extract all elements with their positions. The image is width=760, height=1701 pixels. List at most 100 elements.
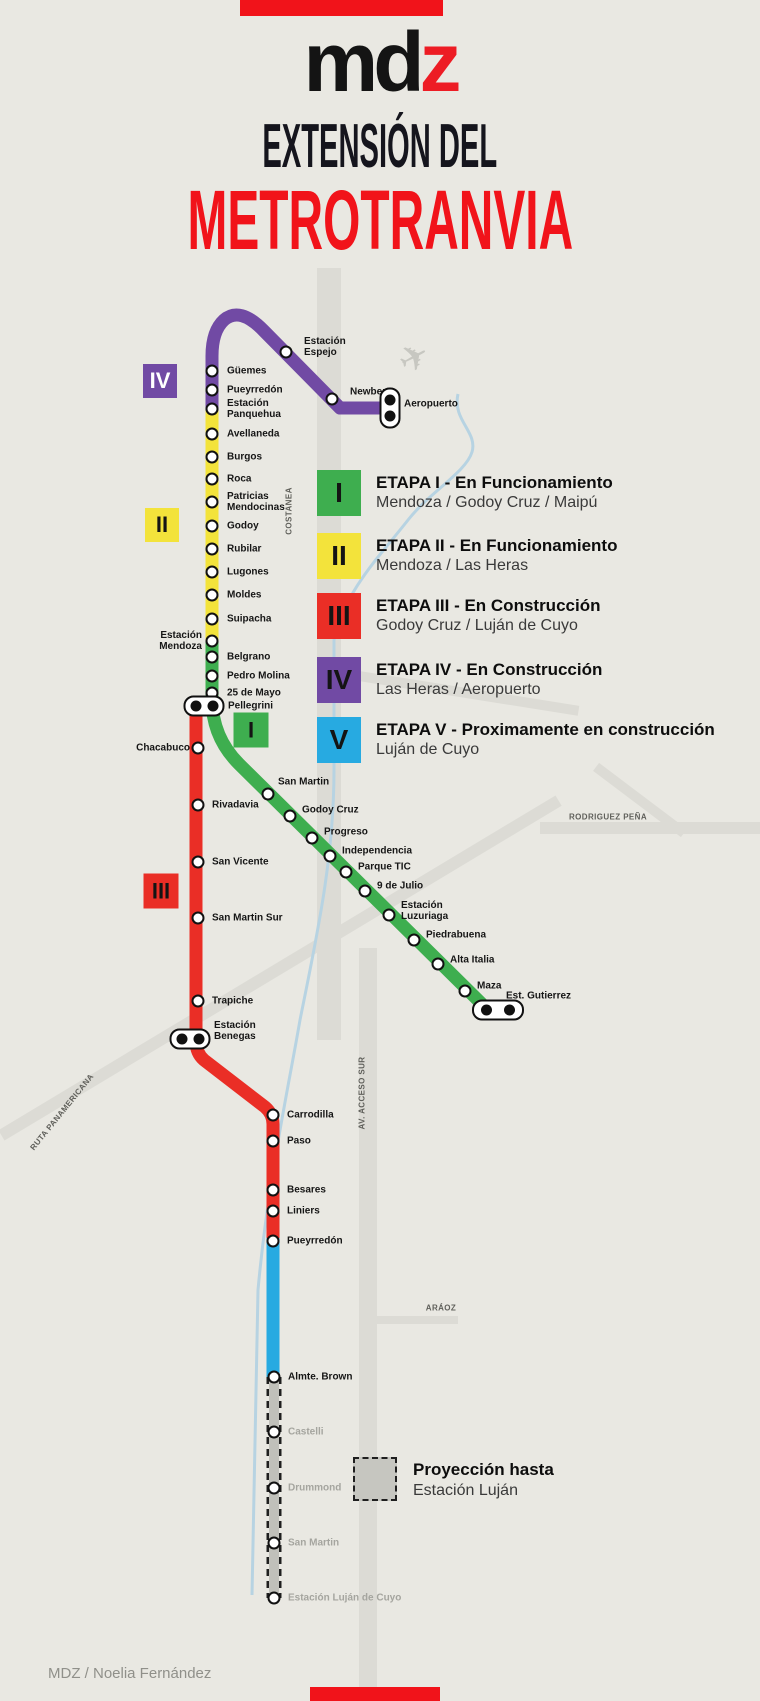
station-dot (205, 364, 219, 378)
line-etapa4-purple (205, 308, 391, 415)
station-dot (205, 472, 219, 486)
station-dot (266, 1134, 280, 1148)
station-label: San Vicente (212, 856, 269, 868)
station-label: Drummond (288, 1482, 342, 1494)
station-label: Estación Luján de Cuyo (288, 1592, 402, 1604)
legend-subtitle: Godoy Cruz / Luján de Cuyo (376, 617, 578, 634)
station-dot (431, 957, 445, 971)
station-dot (205, 427, 219, 441)
station-label: Carrodilla (287, 1109, 334, 1121)
station-dot (267, 1481, 281, 1495)
station-label: Independencia (342, 845, 413, 857)
station-dot (267, 1425, 281, 1439)
terminal-dot (190, 700, 201, 712)
station-dot (205, 669, 219, 683)
station-label: Belgrano (227, 651, 271, 663)
station-label: Burgos (227, 451, 262, 463)
station-label: San Martin (278, 776, 330, 788)
station-dot (191, 994, 205, 1008)
station-dot (458, 984, 472, 998)
station-dot (205, 565, 219, 579)
station-dot (358, 884, 372, 898)
terminal-label: Est. Gutierrez (506, 990, 572, 1002)
legend-badge-III: III (317, 593, 361, 639)
line-badge-II: II (145, 508, 179, 542)
line-badge-I: I (233, 712, 269, 748)
bottom-red-bar (310, 1687, 440, 1701)
legend-title: ETAPA V - Proximamente en construcción (376, 720, 715, 739)
station-dot (205, 383, 219, 397)
station-dot (266, 1234, 280, 1248)
station-label: Godoy Cruz (302, 804, 359, 816)
station-dot (205, 402, 219, 416)
station-label: Roca (227, 473, 252, 485)
station-dot (191, 798, 205, 812)
station-dot (325, 392, 339, 406)
station-label: Pedro Molina (227, 670, 290, 682)
station-dot (305, 831, 319, 845)
credit-text: MDZ / Noelia Fernández (48, 1665, 212, 1682)
road-rodriguez-pena (540, 822, 760, 834)
line-badge-III: III (143, 873, 179, 909)
projection-legend-title: Proyección hasta (413, 1460, 554, 1479)
station-label: Rubilar (227, 543, 262, 555)
legend-subtitle: Las Heras / Aeropuerto (376, 681, 541, 698)
station-dot (191, 855, 205, 869)
terminal-dot (176, 1033, 187, 1045)
station-label: Besares (287, 1184, 326, 1196)
projection-legend-subtitle: Estación Luján (413, 1482, 518, 1499)
terminal-dot (193, 1033, 204, 1045)
terminal-dot (384, 394, 396, 406)
station-dot (205, 612, 219, 626)
station-dot (283, 809, 297, 823)
terminal-pill-est-gutierrez (472, 999, 524, 1021)
station-label: Paso (287, 1135, 311, 1147)
station-label: Alta Italia (450, 954, 495, 966)
station-dot (267, 1591, 281, 1605)
station-label: Trapiche (212, 995, 254, 1007)
station-dot (205, 634, 219, 648)
logo-md: md (303, 15, 425, 109)
station-label: Avellaneda (227, 428, 280, 440)
station-dot (191, 911, 205, 925)
terminal-pill-pellegrini (183, 695, 225, 717)
street-label: RODRIGUEZ PEÑA (568, 812, 648, 822)
station-dot (266, 1183, 280, 1197)
top-red-bar (240, 0, 443, 16)
station-label: San Martin Sur (212, 912, 283, 924)
station-dot (205, 542, 219, 556)
title-line2: METROTRANVIA (187, 173, 573, 267)
legend-title: ETAPA III - En Construcción (376, 596, 601, 615)
station-label: Rivadavia (212, 799, 259, 811)
legend-subtitle: Luján de Cuyo (376, 741, 480, 758)
station-dot (339, 865, 353, 879)
terminal-pill-estaci-n-benegas (169, 1028, 211, 1050)
terminal-dot (384, 410, 396, 422)
road-araoz (376, 1316, 458, 1324)
station-dot (261, 787, 275, 801)
station-dot (279, 345, 293, 359)
station-label: Suipacha (227, 613, 272, 625)
station-dot (191, 741, 205, 755)
legend-badge-II: II (317, 533, 361, 579)
terminal-dot (504, 1004, 515, 1016)
station-dot (205, 588, 219, 602)
station-label: Newbery (350, 386, 392, 398)
station-label: Güemes (227, 365, 267, 377)
projection-legend-swatch (353, 1457, 397, 1501)
mdz-logo: mdz (0, 20, 760, 104)
legend-badge-V: V (317, 717, 361, 763)
station-dot (267, 1536, 281, 1550)
title-line1: EXTENSIÓN DEL (262, 112, 498, 181)
station-dot (266, 1108, 280, 1122)
station-label: 9 de Julio (377, 880, 424, 892)
